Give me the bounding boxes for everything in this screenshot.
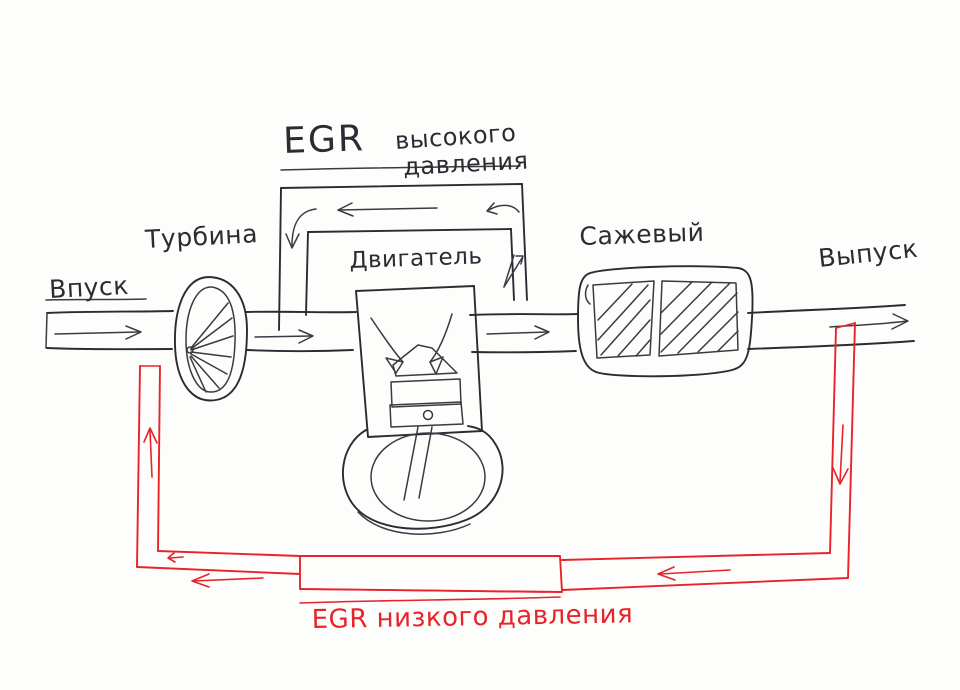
intake-label: Впуск	[48, 270, 130, 304]
lp-egr-bottom-right-arrow	[657, 566, 731, 581]
lp-egr-duct	[136, 322, 856, 593]
lp-egr-left-up-arrow	[143, 427, 158, 478]
dpf-body	[577, 265, 754, 378]
engine-body	[342, 285, 504, 535]
hp-egr-top-arrow	[337, 202, 438, 217]
hp-egr-title-latin: EGR	[282, 118, 366, 162]
main-duct	[45, 304, 915, 354]
engine-label: Двигатель	[349, 243, 483, 274]
hp-egr-duct	[278, 183, 528, 331]
hp-egr-left-down-arrow	[285, 208, 317, 249]
label-underline-strokes	[45, 165, 561, 604]
intake-flow-arrow	[54, 325, 142, 340]
exhaust-flow-arrow	[829, 313, 909, 330]
turbine-label: Турбина	[144, 219, 259, 254]
hp-egr-right-corner-arrow	[486, 202, 520, 215]
lp-egr-bottom-left-corner-arrow	[167, 552, 184, 563]
engine-to-dpf-flow-arrow	[486, 325, 550, 340]
lp-egr-bottom-left-arrow	[191, 573, 264, 588]
lp-egr-right-down-arrow	[832, 424, 849, 485]
lp-egr-title: EGR низкого давления	[311, 599, 634, 635]
hp-egr-right-inlet-arrow	[503, 254, 524, 288]
particulate-filter-label: Сажевый	[578, 217, 705, 251]
turbine-body	[174, 276, 248, 402]
post-turbine-flow-arrow	[254, 329, 314, 344]
